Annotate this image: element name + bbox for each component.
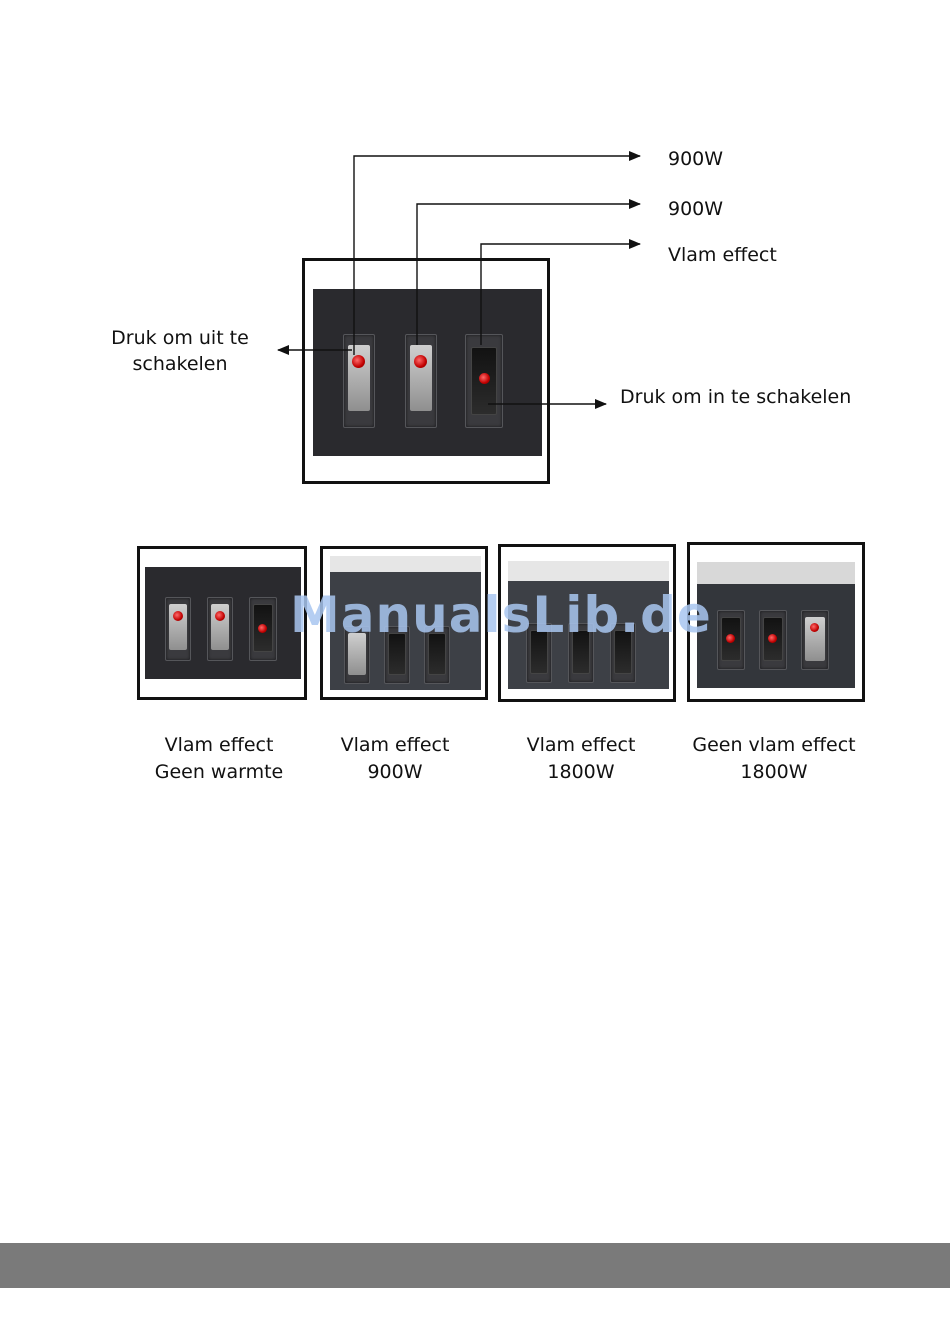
state-photo-2-topband bbox=[330, 556, 481, 572]
rocker-switch bbox=[207, 597, 233, 661]
state-caption-1-line-2: Geen warmte bbox=[119, 759, 319, 786]
state-photo-1-panel bbox=[145, 567, 301, 679]
leader-line-switch-2 bbox=[417, 204, 640, 345]
state-caption-2-line-1: Vlam effect bbox=[295, 732, 495, 759]
callout-press-off-line-1: Druk om uit te bbox=[105, 325, 255, 351]
state-caption-3-line-2: 1800W bbox=[481, 759, 681, 786]
page-footer-bar bbox=[0, 1243, 950, 1288]
state-caption-2-line-2: 900W bbox=[295, 759, 495, 786]
rocker-switch bbox=[165, 597, 191, 661]
state-photo-1 bbox=[137, 546, 307, 700]
state-caption-4: Geen vlam effect 1800W bbox=[674, 732, 874, 786]
rocker-switch bbox=[801, 610, 829, 670]
callout-switch-3-label: Vlam effect bbox=[668, 242, 777, 268]
led-indicator-icon bbox=[173, 611, 183, 621]
led-indicator-icon bbox=[258, 624, 267, 633]
state-photo-4-panel bbox=[697, 562, 855, 688]
state-caption-4-line-2: 1800W bbox=[674, 759, 874, 786]
state-caption-1-line-1: Vlam effect bbox=[119, 732, 319, 759]
led-indicator-icon bbox=[810, 623, 819, 632]
state-caption-3-line-1: Vlam effect bbox=[481, 732, 681, 759]
callout-switch-1-label: 900W bbox=[668, 146, 723, 172]
state-caption-1: Vlam effect Geen warmte bbox=[119, 732, 319, 786]
led-indicator-icon bbox=[215, 611, 225, 621]
led-indicator-icon bbox=[726, 634, 735, 643]
state-photo-3-topband bbox=[508, 561, 669, 581]
callout-press-off-line-2: schakelen bbox=[105, 351, 255, 377]
rocker-switch bbox=[717, 610, 745, 670]
manualslib-watermark: ManualsLib.de bbox=[290, 586, 712, 644]
callout-press-off-label: Druk om uit te schakelen bbox=[105, 325, 255, 377]
state-photo-4-topband bbox=[697, 562, 855, 584]
leader-line-switch-3 bbox=[481, 244, 640, 345]
rocker-switch bbox=[249, 597, 277, 661]
state-caption-3: Vlam effect 1800W bbox=[481, 732, 681, 786]
state-caption-4-line-1: Geen vlam effect bbox=[674, 732, 874, 759]
state-caption-2: Vlam effect 900W bbox=[295, 732, 495, 786]
state-photo-4 bbox=[687, 542, 865, 702]
callout-lines bbox=[0, 0, 950, 520]
leader-line-switch-1 bbox=[354, 156, 640, 355]
led-indicator-icon bbox=[768, 634, 777, 643]
callout-switch-2-label: 900W bbox=[668, 196, 723, 222]
callout-press-on-label: Druk om in te schakelen bbox=[620, 384, 851, 410]
rocker-switch bbox=[759, 610, 787, 670]
